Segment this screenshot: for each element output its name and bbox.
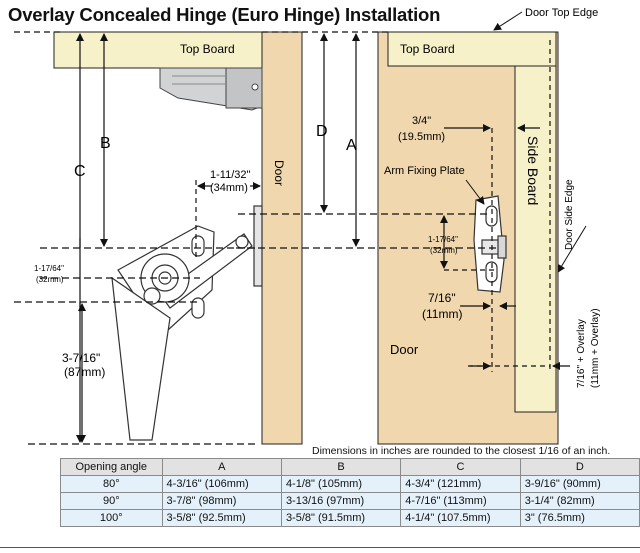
page-title: Overlay Concealed Hinge (Euro Hinge) Ins… — [8, 4, 441, 25]
col-header-a: A — [161, 458, 282, 476]
col-header-opening-angle: Opening angle — [60, 458, 163, 476]
hinge-cup — [159, 67, 263, 111]
table-cell: 3-5/8" (92.5mm) — [161, 509, 282, 527]
bottom-divider — [0, 547, 640, 548]
right-dimension-lines — [236, 31, 587, 372]
table-cell: 4-7/16" (113mm) — [400, 492, 521, 510]
top-board-left — [53, 31, 267, 69]
table-cell-angle: 80° — [60, 475, 163, 493]
door-board-label: Door — [272, 160, 286, 186]
arm-fixing-plate-label: Arm Fixing Plate — [384, 165, 465, 177]
dim-plate-side-mm: (11mm) — [422, 307, 462, 321]
table-header-row: Opening angle A B C D — [60, 458, 640, 476]
table-cell: 3-9/16" (90mm) — [519, 475, 640, 493]
left-dimension-lines — [14, 31, 261, 445]
door-side-edge-label: Door Side Edge — [564, 179, 575, 250]
dimension-table: Opening angle A B C D 80° 4-3/16" (106mm… — [60, 458, 640, 527]
table-cell-angle: 100° — [60, 509, 163, 527]
col-header-d: D — [519, 458, 640, 476]
table-cell: 3-7/8" (98mm) — [161, 492, 282, 510]
dim-overlay-in: 7/16" + Overlay — [576, 319, 587, 388]
door-right-label: Door — [390, 342, 419, 357]
dim-plate-small-in: 1-17/64" — [428, 235, 458, 244]
door-top-edge-pointer — [493, 11, 523, 31]
dim-hinge-mm: (87mm) — [64, 365, 105, 379]
dim-a-label: A — [346, 137, 357, 154]
table-cell: 3" (76.5mm) — [519, 509, 640, 527]
table-cell: 4-3/16" (106mm) — [161, 475, 282, 493]
dim-door-gap-in: 1-11/32" — [210, 169, 250, 181]
col-header-b: B — [280, 458, 402, 476]
dim-plate-top-mm: (19.5mm) — [398, 131, 445, 143]
table-row: 80° 4-3/16" (106mm) 4-1/8" (105mm) 4-3/4… — [60, 475, 640, 493]
table-cell-angle: 90° — [60, 492, 163, 510]
side-board — [514, 65, 557, 413]
top-board-left-label: Top Board — [180, 42, 235, 56]
dim-door-gap-mm: (34mm) — [210, 182, 248, 194]
hinge-arm — [111, 205, 263, 441]
dim-c-label: C — [74, 163, 86, 180]
table-cell: 3-13/16 (97mm) — [280, 492, 402, 510]
dim-plate-top-in: 3/4" — [412, 115, 431, 127]
dim-overlay-mm: (11mm + Overlay) — [590, 308, 601, 388]
arm-fixing-plate-pointer — [465, 179, 485, 205]
dim-left-small-in: 1-17/64" — [34, 264, 64, 273]
col-header-c: C — [400, 458, 521, 476]
dim-d-label: D — [316, 123, 328, 140]
table-cell: 3-5/8" (91.5mm) — [280, 509, 402, 527]
dim-plate-side-in: 7/16" — [428, 291, 456, 305]
dim-b-label: B — [100, 135, 111, 152]
side-board-label: Side Board — [525, 136, 541, 205]
table-cell: 4-3/4" (121mm) — [400, 475, 521, 493]
door-top-edge-label: Door Top Edge — [525, 7, 598, 19]
table-row: 100° 3-5/8" (92.5mm) 3-5/8" (91.5mm) 4-1… — [60, 509, 640, 527]
arm-fixing-plate — [473, 195, 507, 293]
top-board-right — [387, 31, 557, 67]
dim-left-small-mm: (32mm) — [36, 275, 64, 284]
dim-hinge-in: 3-7/16" — [62, 351, 100, 365]
table-cell: 3-1/4" (82mm) — [519, 492, 640, 510]
rounding-note: Dimensions in inches are rounded to the … — [312, 445, 611, 457]
dim-plate-small-mm: (32mm) — [430, 246, 458, 255]
top-board-right-label: Top Board — [400, 42, 455, 56]
table-cell: 4-1/4" (107.5mm) — [400, 509, 521, 527]
table-row: 90° 3-7/8" (98mm) 3-13/16 (97mm) 4-7/16"… — [60, 492, 640, 510]
table-cell: 4-1/8" (105mm) — [280, 475, 402, 493]
door-board-left — [261, 31, 303, 445]
